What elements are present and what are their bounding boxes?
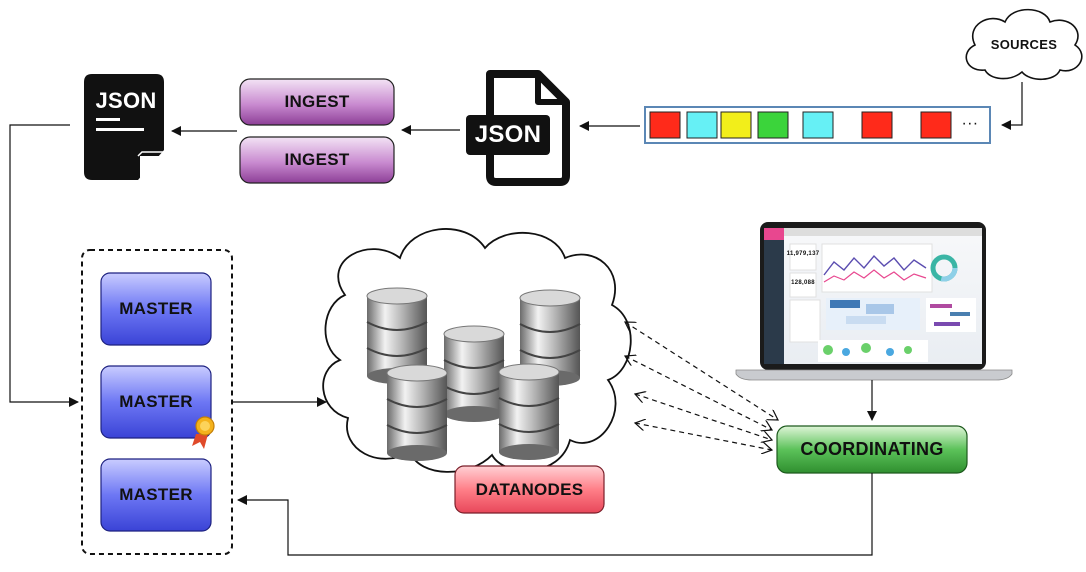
dashed-connections: [625, 322, 778, 450]
queue-block: [757, 111, 789, 139]
database-icon: [366, 287, 428, 384]
master-2-label: MASTER: [119, 392, 193, 411]
message-queue: [644, 106, 991, 144]
master-box-3: [100, 458, 212, 532]
ingest-top-label: INGEST: [284, 92, 350, 111]
queue-block: [720, 111, 752, 139]
queue-ellipsis: ···: [961, 115, 979, 132]
master-box-1: [100, 272, 212, 346]
queue-block: [686, 111, 718, 139]
queue-blocks: [649, 111, 952, 139]
ingest-box-top: [239, 78, 395, 126]
dashboard-metric-2: 128,088: [791, 280, 815, 286]
datanodes-label: DATANODES: [475, 479, 584, 499]
queue-block: [802, 111, 834, 139]
sources-label: SOURCES: [990, 36, 1058, 52]
flow-arrows: [9, 82, 1023, 556]
queue-block: [861, 111, 893, 139]
datanodes-box: [454, 465, 605, 514]
master-box-2: [100, 365, 212, 439]
master-3-label: MASTER: [119, 485, 193, 504]
database-icon: [443, 325, 505, 422]
ingest-bottom-label: INGEST: [284, 150, 350, 169]
json-output-icon: [84, 74, 164, 180]
award-badge-icon: [192, 416, 215, 449]
queue-block: [920, 111, 952, 139]
laptop-dashboard: [735, 222, 1013, 381]
queue-block: [649, 111, 681, 139]
master-1-label: MASTER: [119, 299, 193, 318]
ingest-box-bottom: [239, 136, 395, 184]
database-icon: [386, 364, 448, 461]
json-input-icon: [466, 70, 570, 186]
database-cluster: [366, 287, 581, 461]
sources-cloud: [965, 8, 1083, 81]
database-icon: [498, 363, 560, 460]
coordinating-label: COORDINATING: [800, 439, 944, 459]
json-input-label: JSON: [474, 121, 542, 148]
dashboard-metric-1: 11,979,137: [786, 251, 820, 257]
json-output-label: JSON: [95, 88, 157, 113]
